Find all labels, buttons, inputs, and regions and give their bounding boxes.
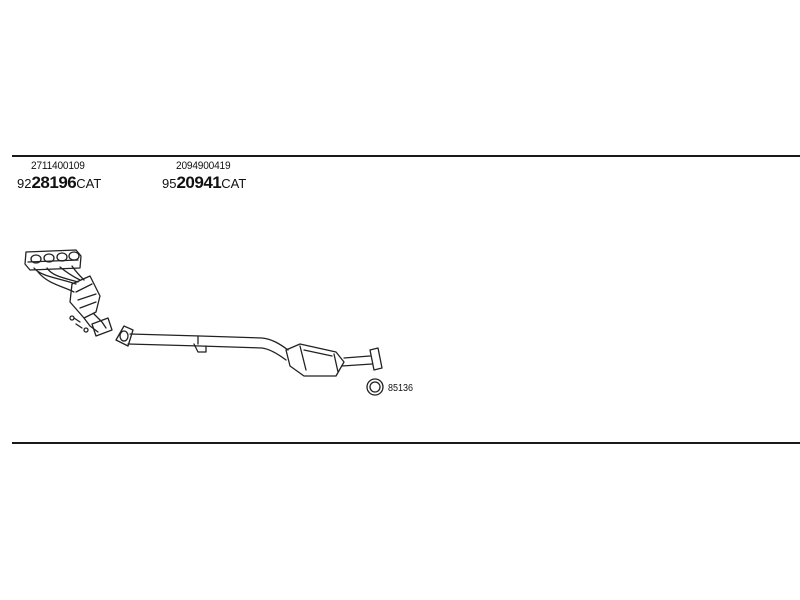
part-code: 9228196CAT xyxy=(17,174,101,193)
part-code-main: 28196 xyxy=(31,173,77,192)
oe-number: 2094900419 xyxy=(176,160,231,172)
part-code-prefix: 92 xyxy=(17,176,32,191)
part-label-exhaust-manifold: 2711400109 9228196CAT xyxy=(17,160,101,193)
part-code-prefix: 95 xyxy=(162,176,177,191)
callout-label-sealing-ring: 85136 xyxy=(388,383,414,394)
part-code-main: 20941 xyxy=(176,173,222,192)
top-divider-line xyxy=(12,155,800,157)
bottom-divider-line xyxy=(12,442,800,444)
oe-number: 2711400109 xyxy=(31,160,85,172)
exhaust-manifold-drawing xyxy=(24,249,113,337)
part-label-catalytic-converter: 2094900419 9520941CAT xyxy=(162,160,246,193)
sealing-ring-drawing xyxy=(366,378,384,396)
part-code-suffix: CAT xyxy=(221,176,247,191)
catalytic-converter-pipe-drawing xyxy=(115,325,383,377)
part-code-suffix: CAT xyxy=(76,176,102,191)
part-code: 9520941CAT xyxy=(162,174,246,193)
